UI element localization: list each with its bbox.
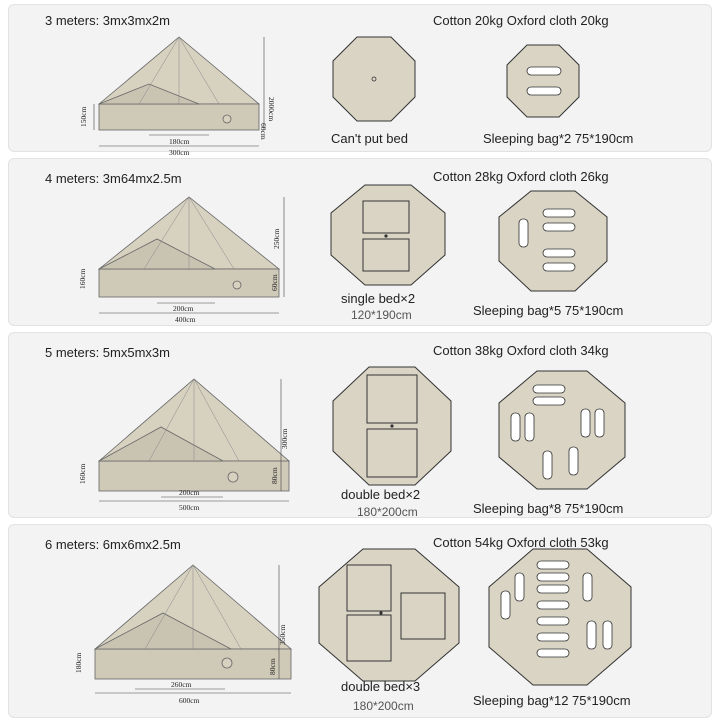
- vent-window: [222, 114, 232, 124]
- dim-base-width: 500cm: [179, 503, 200, 512]
- floor-plan-label: double bed×2: [341, 487, 421, 502]
- sleeping-bag: [526, 66, 562, 96]
- floor-plan-sub: 180*200cm: [353, 699, 414, 713]
- floor-plan-beds: [330, 184, 446, 286]
- floor-plan-beds: [332, 366, 452, 486]
- sleeping-bag: [518, 208, 576, 272]
- dim-height-total: 350cm: [278, 624, 287, 645]
- dim-wall-right: 80cm: [270, 467, 279, 484]
- dim-door-width: 200cm: [173, 304, 194, 313]
- vent-window: [232, 280, 242, 290]
- tent-porch: [94, 612, 232, 650]
- floor-plan-label: Can't put bed: [331, 131, 408, 146]
- floor-plan-label: single bed×2: [341, 291, 416, 306]
- sleeping-bag: [500, 560, 613, 658]
- panel-title: 4 meters: 3m64mx2.5m: [45, 171, 182, 186]
- tent-panel-3m: 3 meters: 3mx3mx2m Cotton 20kg Oxford cl…: [8, 4, 712, 157]
- panel-title: 5 meters: 5mx5mx3m: [45, 345, 170, 360]
- panel-title: 3 meters: 3mx3mx2m: [45, 13, 170, 28]
- dim-door-width: 200cm: [179, 488, 200, 497]
- panel-title: 6 meters: 6mx6mx2.5m: [45, 537, 181, 552]
- dim-door-width: 180cm: [169, 137, 190, 146]
- floor-plan-beds: [332, 36, 416, 122]
- dim-wall-side: 160cm: [78, 463, 87, 484]
- dim-base-width: 600cm: [179, 696, 200, 705]
- tent-wall: [94, 648, 292, 680]
- bed: [362, 200, 410, 234]
- dim-height-total: 250cm: [272, 228, 281, 249]
- tent-panel-4m: 4 meters: 3m64mx2.5m Cotton 28kg Oxford …: [8, 158, 712, 326]
- bed: [346, 564, 392, 612]
- bed: [346, 614, 392, 662]
- floor-plan-sleeping-bags: [506, 44, 580, 118]
- floor-plan-sub: 120*190cm: [351, 308, 412, 322]
- tent-porch: [98, 238, 216, 270]
- sleeping-bag-label: Sleeping bag*5 75*190cm: [473, 303, 624, 318]
- floor-plan-beds: [318, 548, 460, 682]
- panel-weight: Cotton 54kg Oxford cloth 53kg: [433, 535, 609, 550]
- vent-window: [227, 471, 239, 483]
- dim-door-width: 260cm: [171, 680, 192, 689]
- dim-wall-side: 160cm: [78, 268, 87, 289]
- bed: [362, 238, 410, 272]
- dim-wall-right: 80cm: [268, 658, 277, 675]
- floor-plan-sleeping-bags: [488, 548, 632, 686]
- sleeping-bag-label: Sleeping bag*8 75*190cm: [473, 501, 624, 516]
- tent-wall: [98, 460, 290, 492]
- sleeping-bag: [510, 384, 605, 480]
- floor-plan-sleeping-bags: [498, 190, 608, 292]
- bed: [366, 374, 418, 424]
- dim-wall-side: 180cm: [74, 652, 83, 673]
- floor-plan-label: double bed×3: [341, 679, 421, 694]
- sleeping-bag-label: Sleeping bag*2 75*190cm: [483, 131, 634, 146]
- floor-plan-sub: 180*200cm: [357, 505, 418, 519]
- tent-wall: [98, 268, 280, 298]
- floor-plan-sleeping-bags: [498, 370, 626, 490]
- dim-wall-side: 150cm: [79, 106, 88, 127]
- dim-base-width: 300cm: [169, 148, 190, 157]
- tent-elevation-drawing: 350cm 180cm 80cm 260cm 600cm: [74, 564, 293, 705]
- panel-weight: Cotton 28kg Oxford cloth 26kg: [433, 169, 609, 184]
- tent-elevation-drawing: 250cm 160cm 60cm 200cm 400cm: [78, 196, 285, 324]
- tent-porch: [98, 83, 200, 105]
- dim-height-total: 2000cm: [267, 97, 276, 121]
- panel-weight: Cotton 20kg Oxford cloth 20kg: [433, 13, 609, 28]
- panel-weight: Cotton 38kg Oxford cloth 34kg: [433, 343, 609, 358]
- dim-base-width: 400cm: [175, 315, 196, 324]
- tent-elevation-drawing: 2000cm 150cm 60cm 180cm 300cm: [79, 36, 276, 157]
- dim-height-total: 300cm: [280, 428, 289, 449]
- sleeping-bag-label: Sleeping bag*12 75*190cm: [473, 693, 631, 708]
- dim-wall-right: 60cm: [259, 123, 268, 140]
- tent-elevation-drawing: 300cm 160cm 80cm 200cm 500cm: [78, 378, 291, 512]
- tent-panel-6m: 6 meters: 6mx6mx2.5m Cotton 54kg Oxford …: [8, 524, 712, 718]
- vent-window: [221, 657, 233, 669]
- tent-porch: [98, 426, 224, 462]
- tent-wall: [98, 103, 260, 131]
- bed: [400, 592, 446, 640]
- tent-panel-5m: 5 meters: 5mx5mx3m Cotton 38kg Oxford cl…: [8, 332, 712, 519]
- bed: [366, 428, 418, 478]
- dim-wall-right: 60cm: [270, 274, 279, 291]
